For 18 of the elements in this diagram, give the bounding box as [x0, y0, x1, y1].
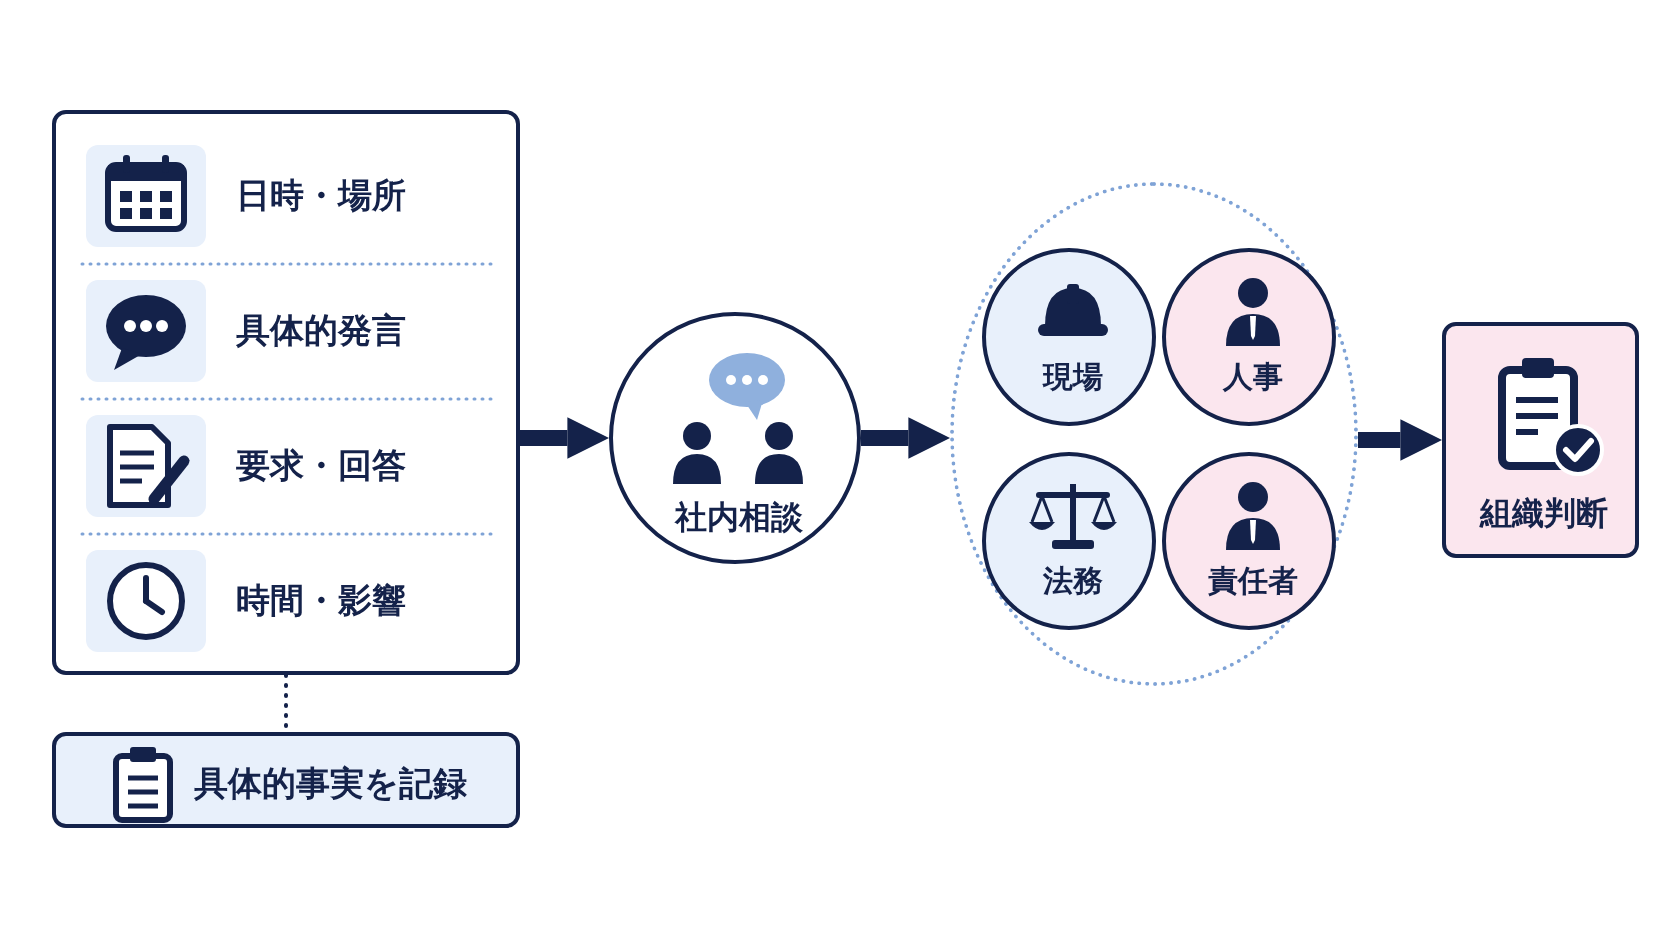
arrow: [861, 417, 950, 459]
field-label: 具体的発言: [236, 312, 406, 350]
banner-text: 具体的事実を記録: [194, 765, 467, 803]
arrow: [520, 417, 609, 459]
field-label: 要求・回答: [236, 447, 406, 485]
field-label: 日時・場所: [236, 177, 406, 215]
role-label: 人事: [1223, 359, 1283, 393]
role-label: 現場: [1043, 359, 1103, 393]
card-label: 組織判断: [1480, 496, 1608, 532]
role-label: 法務: [1043, 563, 1103, 597]
checklist-panel: [52, 110, 520, 675]
record-banner: [52, 732, 520, 828]
arrow: [1358, 419, 1442, 461]
circle-label: 社内相談: [675, 500, 803, 536]
decision-card: [1442, 322, 1639, 558]
role-label: 責任者: [1208, 563, 1298, 597]
group-ellipse: [950, 182, 1358, 686]
field-label: 時間・影響: [236, 582, 406, 620]
